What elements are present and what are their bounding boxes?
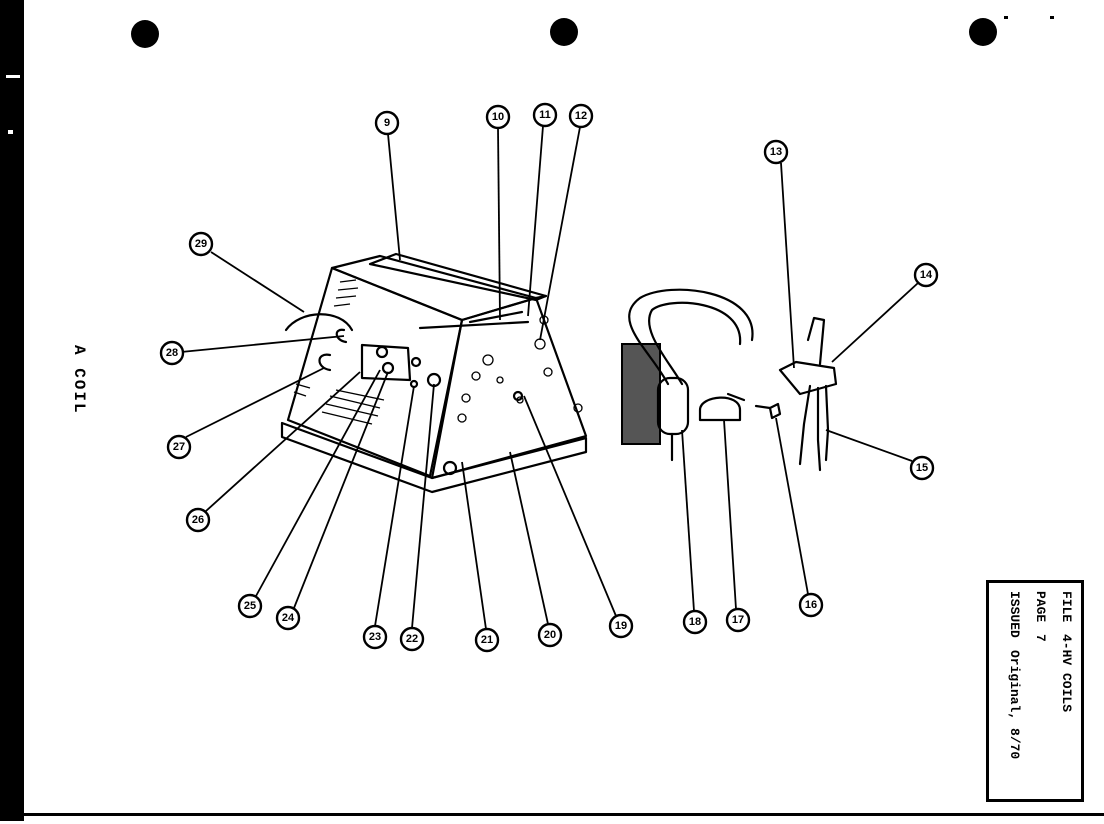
callout-22: 22 [399,626,425,652]
file-row: FILE 4-HV COILS [1059,591,1074,713]
svg-text:25: 25 [244,600,256,612]
callout-10: 10 [485,104,511,130]
page-label: PAGE [1033,591,1048,623]
clamp [698,396,742,422]
svg-text:9: 9 [384,117,390,129]
svg-text:19: 19 [615,620,627,632]
edge-mark [8,130,13,134]
nut [768,402,782,420]
file-label: FILE [1059,591,1074,623]
scan-speck [1050,16,1054,19]
issued-row: ISSUED Original, 8/70 [1007,591,1022,760]
svg-text:28: 28 [166,347,178,359]
scan-left-edge [0,0,24,821]
page-row: PAGE 7 [1033,591,1048,643]
svg-text:23: 23 [369,631,381,643]
callout-25: 25 [237,593,263,619]
svg-text:13: 13 [770,146,782,158]
binder-punch-hole [131,20,159,48]
svg-text:27: 27 [173,441,185,453]
callout-14: 14 [913,262,939,288]
suction-tube-inner [648,301,742,386]
svg-text:15: 15 [916,462,928,474]
svg-text:21: 21 [481,634,493,646]
svg-text:16: 16 [805,599,817,611]
right-coil-face [430,296,588,480]
callout-13: 13 [763,139,789,165]
callout-21: 21 [474,627,500,653]
callout-18: 18 [682,609,708,635]
callout-27: 27 [166,434,192,460]
callout-16: 16 [798,592,824,618]
page-value: 7 [1033,634,1048,643]
drain-fitting [442,460,458,476]
bracket-panel [621,343,661,445]
svg-text:24: 24 [282,612,295,624]
refrigerant-tube [284,313,354,332]
filter-drier-assembly [621,288,782,462]
svg-text:26: 26 [192,514,204,526]
svg-text:11: 11 [539,109,551,121]
lead-wire [824,384,830,462]
distributor-tube [418,320,530,330]
coil-fins [293,279,385,425]
fitting-plate [360,343,412,382]
header-bends [457,315,583,423]
binder-punch-hole [969,18,997,46]
lead-wire [816,386,822,472]
scan-speck [1004,16,1008,19]
svg-text:14: 14 [920,269,933,281]
callout-20: 20 [537,622,563,648]
callout-23: 23 [362,624,388,650]
issued-label: ISSUED [1007,591,1022,638]
callout-15: 15 [909,455,935,481]
return-bend [318,353,332,372]
return-bend [335,328,348,344]
distributor-tube [468,310,524,324]
callout-12: 12 [568,103,594,129]
svg-text:17: 17 [732,614,744,626]
title-block: FILE 4-HV COILS PAGE 7 ISSUED Original, 8/7… [986,580,1084,802]
callout-17: 17 [725,607,751,633]
svg-text:12: 12 [575,110,587,122]
callout-28: 28 [159,340,185,366]
side-title: A COIL [70,345,88,415]
probe [806,316,826,366]
bottom-border-line [24,813,1104,824]
lead-wire [798,384,812,466]
svg-text:22: 22 [406,633,418,645]
svg-text:10: 10 [492,111,504,123]
a-coil-assembly [280,252,588,494]
callout-29: 29 [188,231,214,257]
callout-11: 11 [532,102,558,128]
svg-text:20: 20 [544,629,556,641]
callout-19: 19 [608,613,634,639]
issued-value: Original, 8/70 [1007,649,1022,760]
filter-drier [656,376,690,436]
file-value: 4-HV COILS [1059,634,1074,713]
callout-leaders [180,125,919,630]
connector-plate [778,360,838,396]
callout-9: 9 [374,110,400,136]
svg-text:29: 29 [195,238,207,250]
callout-26: 26 [185,507,211,533]
binder-punch-hole [550,18,578,46]
callout-24: 24 [275,605,301,631]
svg-text:18: 18 [689,616,701,628]
edge-mark [6,75,20,78]
suction-tube [628,288,754,386]
wire-connector-assembly [778,316,838,472]
